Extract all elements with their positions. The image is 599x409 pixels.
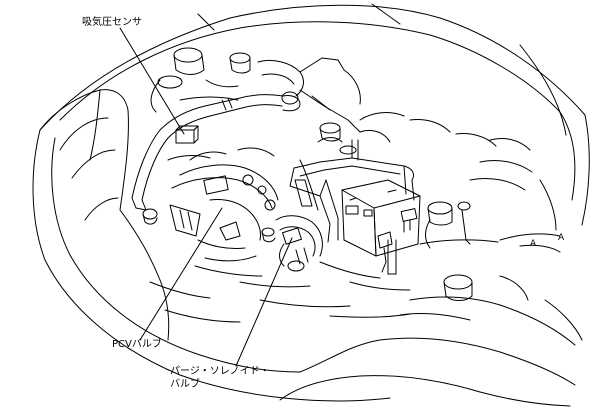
leader-lines — [119, 27, 293, 367]
label-purge-solenoid-valve-line1: パージ・ソレノイド・ — [170, 366, 270, 377]
intake-manifold — [167, 147, 279, 262]
vehicle-body-outline — [32, 3, 590, 407]
pipe-frame — [289, 89, 415, 243]
marker-a-left: A — [530, 239, 537, 249]
label-purge-solenoid-valve-line2: バルブ — [170, 379, 200, 390]
leader-purge-solenoid-valve — [235, 237, 293, 367]
left-fender-area — [39, 89, 263, 341]
purge-hose — [275, 159, 323, 272]
leader-intake-pressure-sensor — [119, 27, 185, 135]
label-pcv-valve: PCVバルブ — [112, 339, 162, 350]
intake-hose — [131, 91, 301, 225]
leader-pcv-valve — [139, 207, 223, 341]
marker-a-right: A — [558, 233, 565, 243]
firewall-components — [150, 47, 361, 113]
right-side-components — [359, 112, 561, 301]
front-lower-area — [239, 239, 411, 318]
battery — [341, 179, 421, 273]
label-intake-pressure-sensor: 吸気圧センサ — [82, 17, 142, 28]
